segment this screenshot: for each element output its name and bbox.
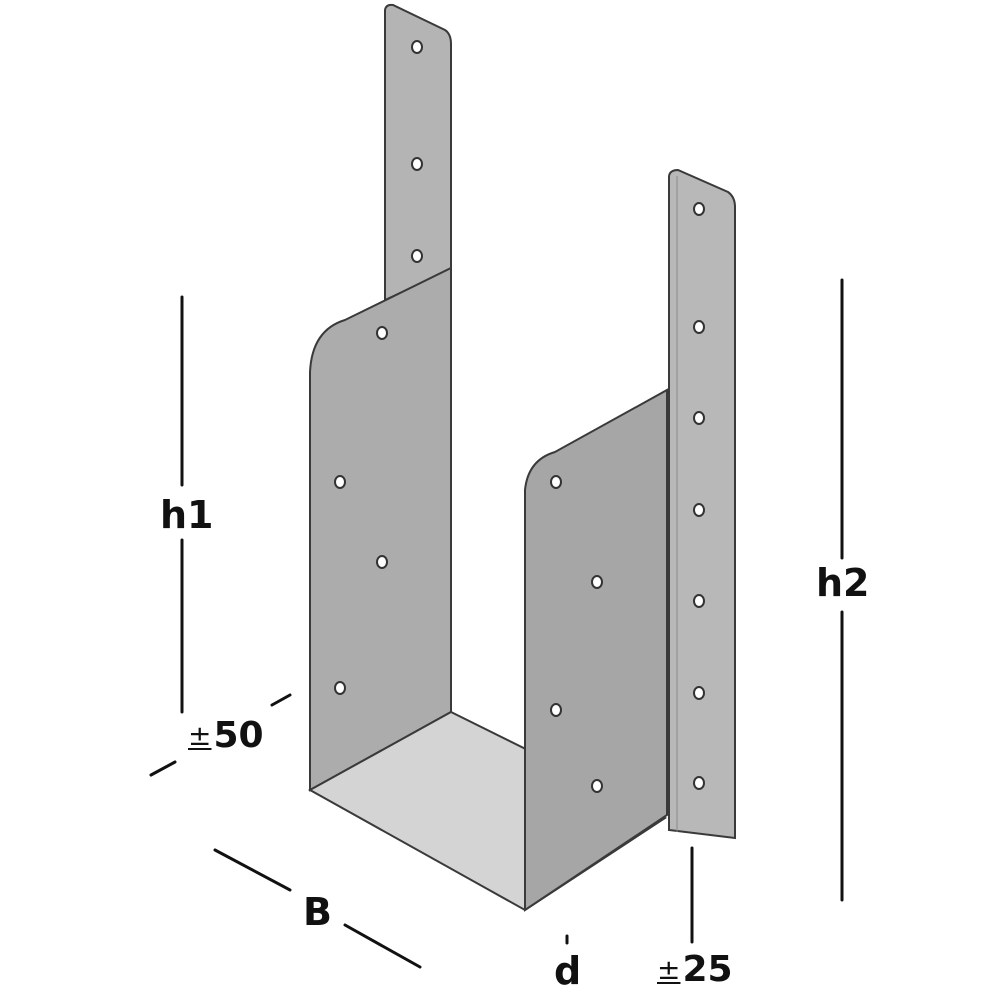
- b-line-left: [213, 848, 292, 892]
- left-upper-tab: [384, 3, 452, 302]
- right-plate-holes: [550, 475, 603, 793]
- left-plate-holes: [334, 326, 388, 695]
- b-line-right: [343, 923, 422, 969]
- right-side-plate: [524, 388, 668, 912]
- tolerance-25-value: 25: [682, 949, 733, 990]
- right-tab-holes: [693, 202, 705, 790]
- tolerance-50-label: ±50: [188, 718, 264, 754]
- dimension-lines: [149, 278, 844, 969]
- left-tab-holes: [411, 40, 423, 263]
- width-label-b: B: [303, 890, 332, 934]
- h2-label: h2: [816, 561, 870, 605]
- tol50-line-left: [149, 760, 177, 777]
- tol50-line-right: [270, 693, 292, 707]
- h1-label: h1: [160, 493, 214, 537]
- plus-minus-sign: ±: [657, 953, 681, 986]
- left-side-plate: [309, 266, 452, 792]
- tolerance-50-value: 50: [213, 715, 264, 756]
- tolerance-25-label: ±25: [657, 952, 733, 988]
- plus-minus-sign: ±: [188, 719, 212, 752]
- thickness-label-d: d: [554, 949, 582, 993]
